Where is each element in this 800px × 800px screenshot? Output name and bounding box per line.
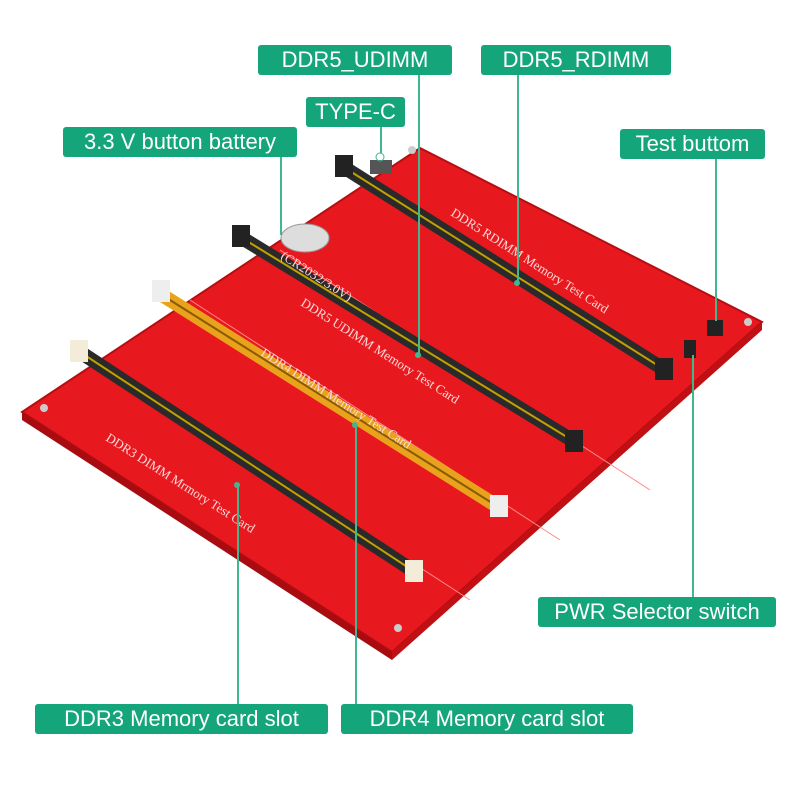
pcb-board-edge: [392, 322, 762, 660]
leader-rdimm: [517, 75, 519, 283]
leader-udimm: [418, 75, 420, 355]
leader-test-button: [715, 159, 717, 321]
leader-battery: [280, 157, 282, 235]
label-test-button: Test buttom: [620, 129, 765, 159]
pcb-board-edge: [22, 412, 392, 660]
leader-type-c: [380, 127, 382, 153]
leader-ddr3: [237, 485, 239, 704]
label-type-c: TYPE-C: [306, 97, 405, 127]
type-c-connector: [370, 160, 392, 174]
leader-ddr4: [355, 425, 357, 704]
label-ddr4-slot: DDR4 Memory card slot: [341, 704, 633, 734]
leader-pwr: [692, 355, 694, 597]
label-ddr5-udimm: DDR5_UDIMM: [258, 45, 452, 75]
test-button: [707, 320, 723, 336]
label-ddr3-slot: DDR3 Memory card slot: [35, 704, 328, 734]
pwr-selector-switch: [684, 340, 696, 358]
label-pwr-switch: PWR Selector switch: [538, 597, 776, 627]
label-ddr5-rdimm: DDR5_RDIMM: [481, 45, 671, 75]
coin-battery-holder: [280, 223, 330, 253]
label-battery: 3.3 V button battery: [63, 127, 297, 157]
pcb-board: [20, 146, 764, 654]
